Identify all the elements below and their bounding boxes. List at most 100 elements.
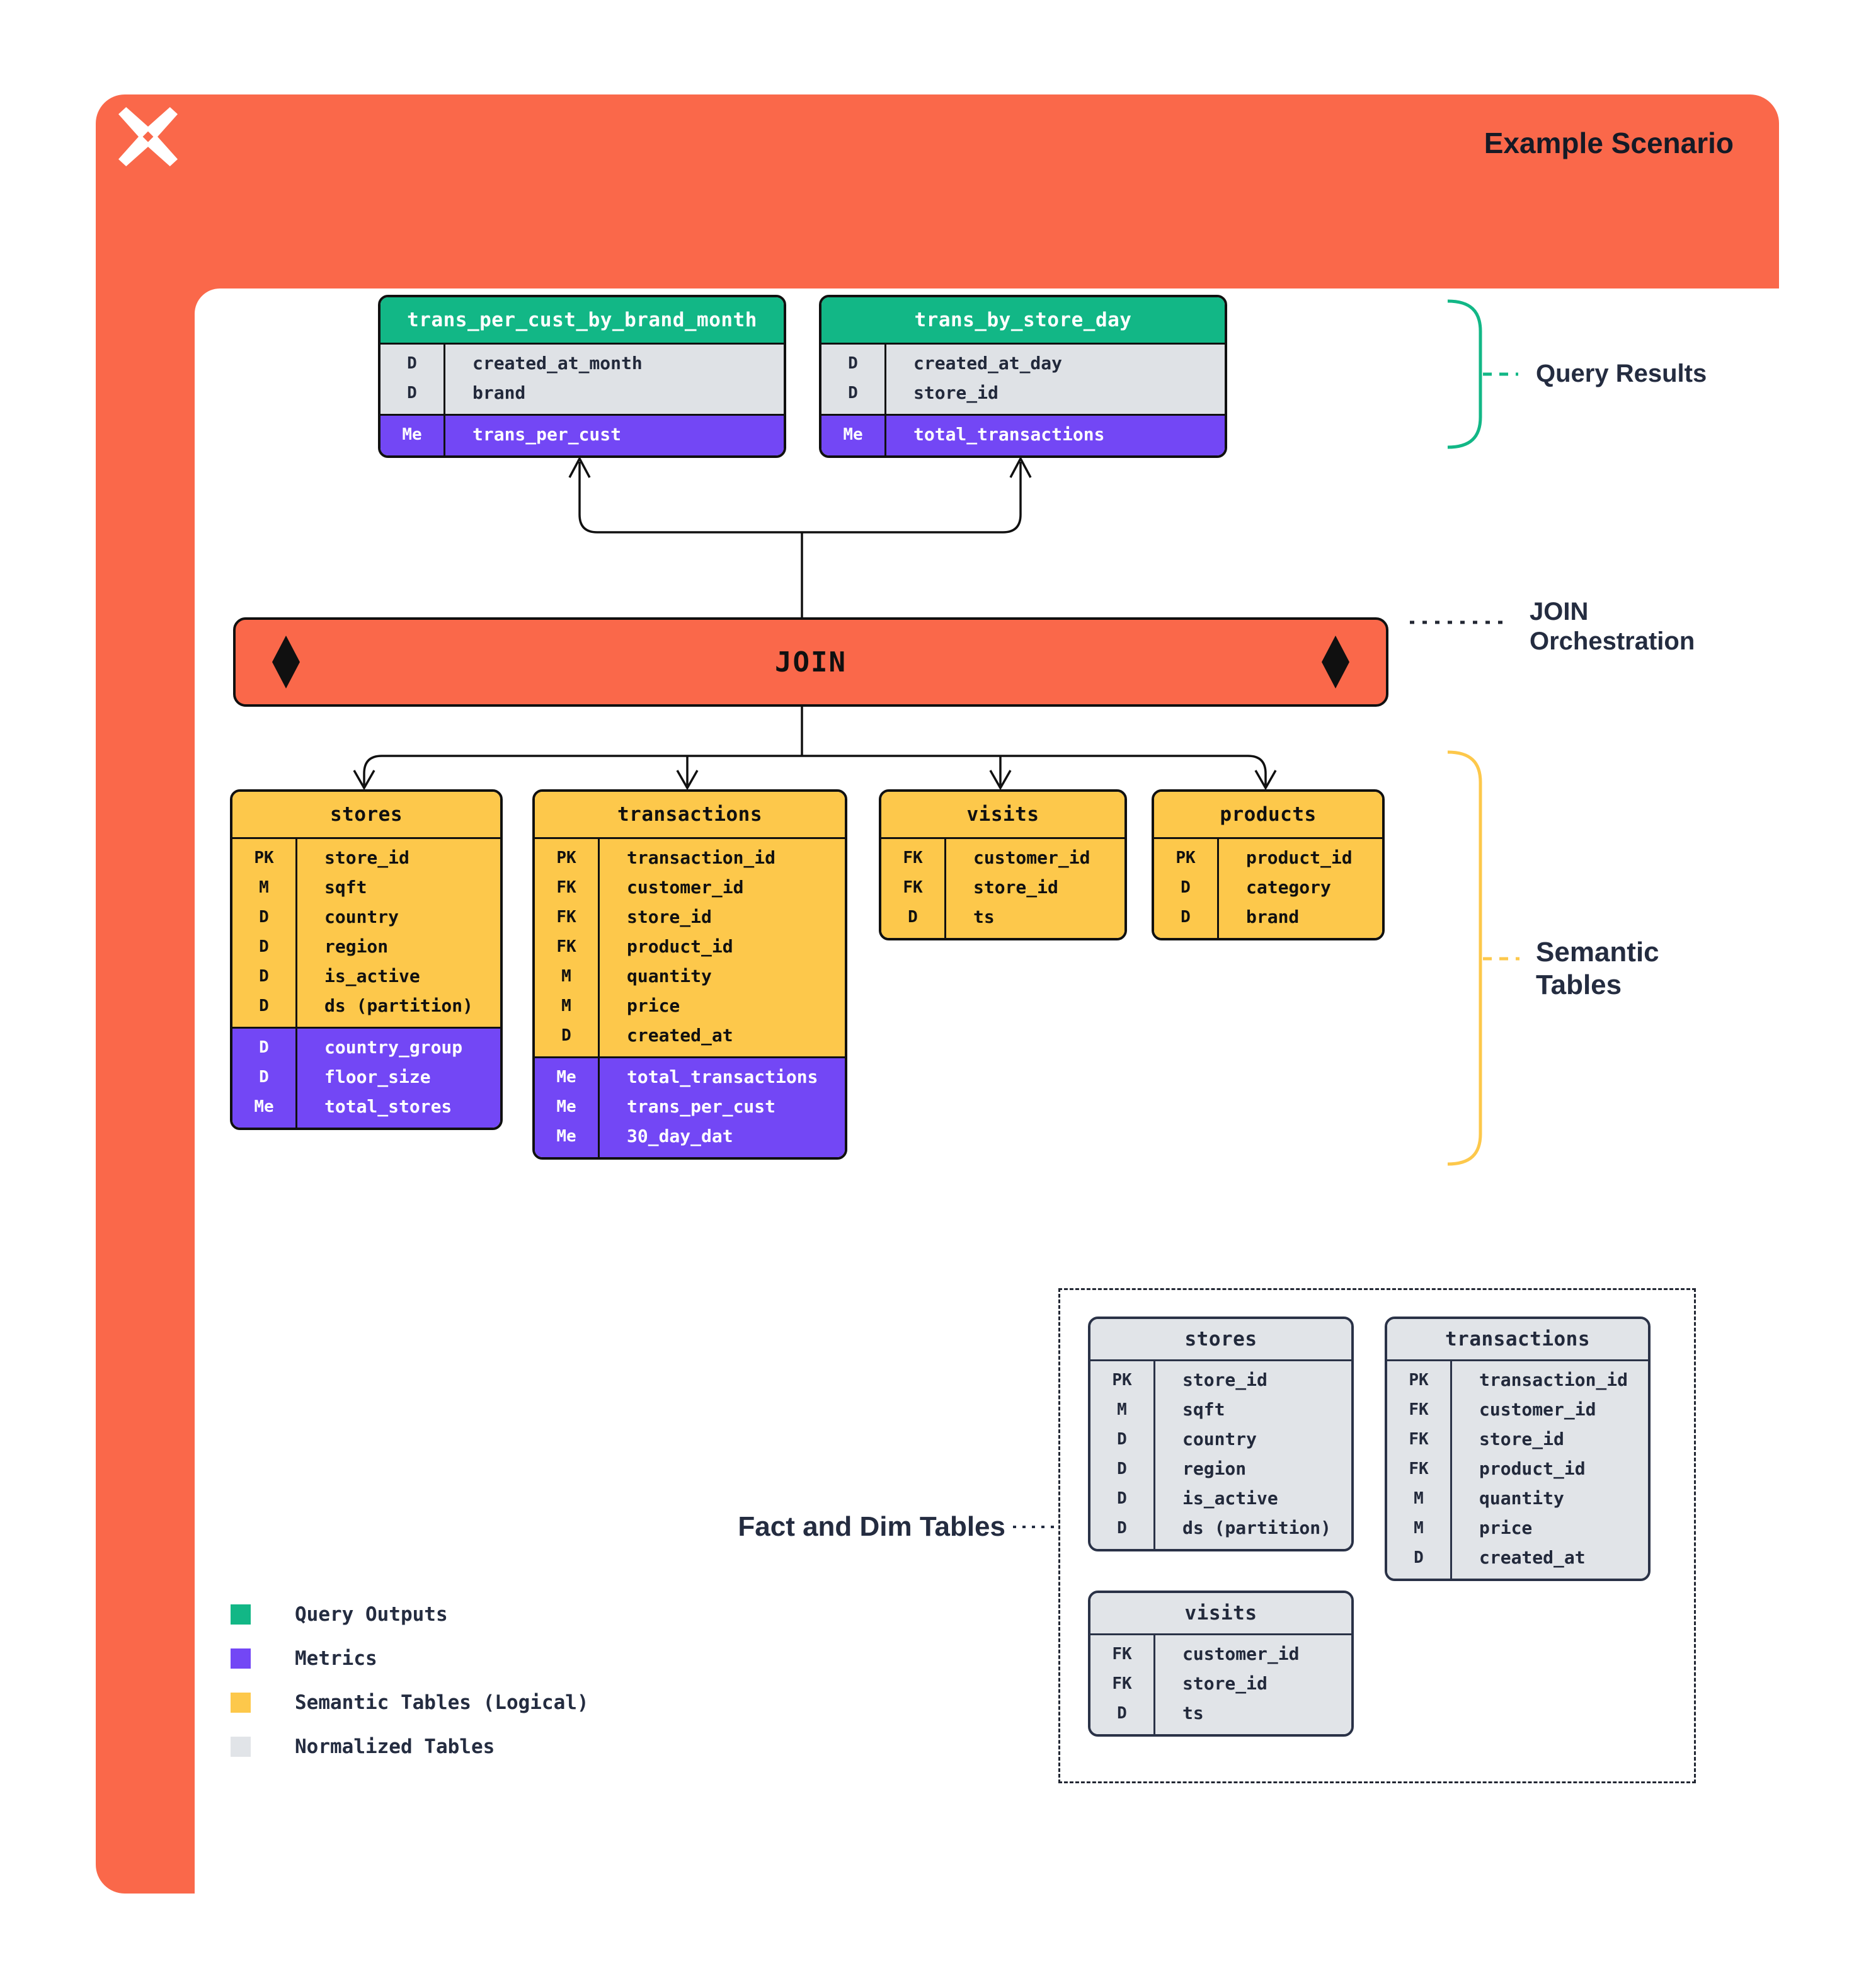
key-type: D bbox=[1181, 877, 1191, 897]
table-title: visits bbox=[1090, 1593, 1351, 1633]
field-name: created_at_day bbox=[913, 353, 1063, 374]
field-name: store_id bbox=[913, 382, 998, 403]
table-title: stores bbox=[1090, 1319, 1351, 1359]
key-type: FK bbox=[556, 877, 576, 897]
key-type: M bbox=[259, 877, 269, 897]
query-results-label: Query Results bbox=[1536, 359, 1707, 389]
key-type: FK bbox=[556, 907, 576, 927]
key-type: PK bbox=[1112, 1370, 1132, 1390]
semantic-tables-line1: Semantic bbox=[1536, 937, 1659, 968]
key-type: Me bbox=[556, 1097, 576, 1116]
metric-rows: Me trans_per_cust bbox=[380, 414, 784, 455]
field-name: ds (partition) bbox=[324, 995, 474, 1016]
field-name: store_id bbox=[627, 906, 712, 927]
field-name: created_at_month bbox=[472, 353, 643, 374]
field-name: product_id bbox=[1479, 1458, 1586, 1479]
legend-item-semantic-tables: Semantic Tables (Logical) bbox=[231, 1691, 589, 1714]
table-title: stores bbox=[232, 792, 500, 837]
key-type: FK bbox=[556, 937, 576, 956]
table-row: FK store_id bbox=[535, 902, 845, 932]
field-name: total_transactions bbox=[913, 424, 1105, 445]
query-results-text: Query Results bbox=[1536, 360, 1707, 387]
key-type: D bbox=[259, 1067, 269, 1087]
key-type: D bbox=[1414, 1548, 1424, 1567]
legend-label: Normalized Tables bbox=[295, 1735, 495, 1758]
table-row: PK transaction_id bbox=[535, 843, 845, 872]
key-type: D bbox=[1117, 1459, 1127, 1478]
field-name: brand bbox=[1246, 906, 1300, 927]
key-type: FK bbox=[1409, 1459, 1429, 1478]
pinwheel-x-logo-icon bbox=[118, 107, 178, 166]
field-name: brand bbox=[472, 382, 526, 403]
field-name: floor_size bbox=[324, 1066, 431, 1087]
table-row: FK customer_id bbox=[881, 843, 1124, 872]
field-name: region bbox=[1182, 1458, 1247, 1479]
fact-dim-text: Fact and Dim Tables bbox=[738, 1511, 1005, 1542]
semantic-tables-label: Semantic Tables bbox=[1536, 936, 1659, 1002]
field-name: country bbox=[324, 906, 399, 927]
table-title: products bbox=[1154, 792, 1382, 837]
field-name: 30_day_dat bbox=[627, 1126, 733, 1146]
field-name: price bbox=[627, 995, 680, 1016]
page-title: Example Scenario bbox=[1484, 127, 1734, 159]
fact-dim-box bbox=[1058, 1288, 1696, 1783]
field-name: customer_id bbox=[973, 847, 1090, 868]
field-name: transaction_id bbox=[627, 847, 776, 868]
card-content bbox=[195, 288, 1871, 1985]
key-type: M bbox=[1414, 1488, 1424, 1508]
legend-item-metrics: Metrics bbox=[231, 1647, 377, 1670]
key-type: D bbox=[259, 907, 269, 927]
key-type: FK bbox=[903, 848, 923, 867]
field-name: store_id bbox=[324, 847, 409, 868]
semantic-tables-line2: Tables bbox=[1536, 969, 1622, 1000]
field-name: created_at bbox=[627, 1025, 733, 1046]
key-type: D bbox=[259, 966, 269, 986]
legend-label: Semantic Tables (Logical) bbox=[295, 1691, 589, 1714]
field-name: ts bbox=[973, 906, 995, 927]
field-name: sqft bbox=[1182, 1399, 1225, 1420]
table-title: transactions bbox=[535, 792, 845, 837]
key-type: Me bbox=[556, 1067, 576, 1087]
table-row: Me trans_per_cust bbox=[380, 420, 784, 449]
key-type: D bbox=[848, 353, 858, 373]
field-name: store_id bbox=[973, 877, 1058, 898]
key-type: PK bbox=[556, 848, 576, 867]
key-type: M bbox=[561, 996, 571, 1015]
key-type: Me bbox=[402, 425, 422, 444]
field-name: total_transactions bbox=[627, 1066, 818, 1087]
field-name: is_active bbox=[324, 966, 420, 986]
join-orchestration-line1: JOIN bbox=[1530, 598, 1589, 626]
table-row: Me total_transactions bbox=[535, 1062, 845, 1092]
field-name: trans_per_cust bbox=[472, 424, 622, 445]
legend-item-normalized-tables: Normalized Tables bbox=[231, 1735, 495, 1758]
